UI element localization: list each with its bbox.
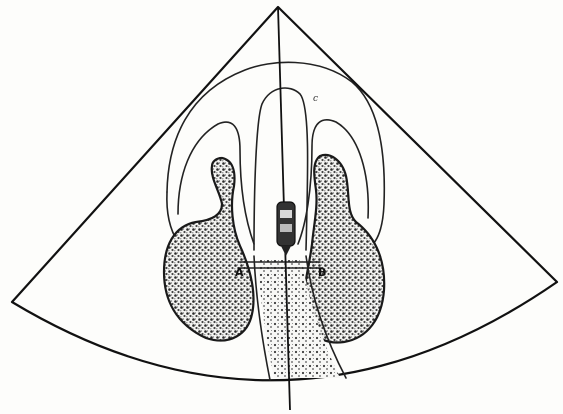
right-stippled-mass [304, 155, 384, 343]
label-c: c [313, 94, 318, 104]
left-stippled-mass [164, 158, 254, 341]
catheter-device [277, 202, 295, 256]
label-a: A [235, 266, 244, 279]
label-b: B [318, 266, 326, 279]
